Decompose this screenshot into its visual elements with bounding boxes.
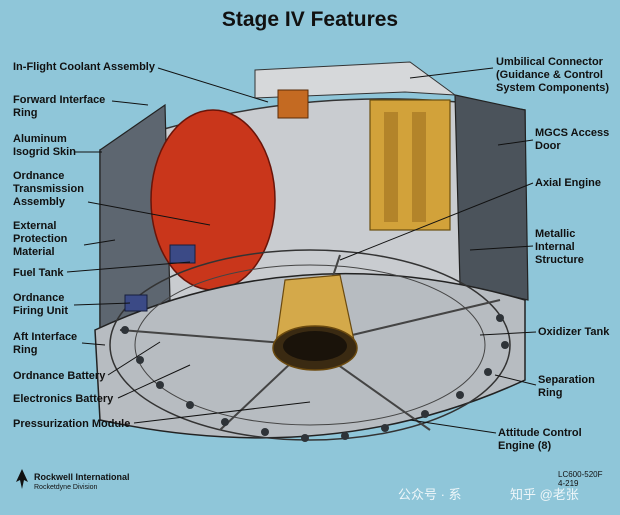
label-separation-ring: Separation Ring: [538, 374, 595, 399]
rockwell-logo-icon: [16, 469, 28, 489]
label-electronics-battery: Electronics Battery: [13, 393, 114, 405]
document-code-main: LC600-520F: [558, 470, 603, 479]
watermark-right: 知乎 @老张: [510, 487, 579, 502]
label-axial-engine: Axial Engine: [535, 177, 602, 189]
document-code-sub: 4-219: [558, 479, 579, 488]
label-external-protection-material: External Protection Material: [13, 220, 68, 258]
label-metallic-internal-structure: Metallic Internal Structure: [535, 228, 584, 266]
label-umbilical-connector: Umbilical Connector (Guidance & Control …: [496, 56, 610, 94]
label-pressurization-module: Pressurization Module: [13, 418, 131, 430]
document-code: LC600-520F 4-219: [558, 470, 602, 488]
label-aft-interface-ring: Aft Interface Ring: [13, 331, 78, 356]
label-attitude-control-engine: Attitude Control Engine (8): [498, 427, 582, 452]
diagram-title: Stage IV Features: [221, 8, 399, 31]
label-fuel-tank: Fuel Tank: [13, 267, 64, 279]
watermark-left: 公众号 · 系: [398, 487, 462, 502]
company-division: Rocketdyne Division: [34, 484, 98, 491]
label-in-flight-coolant-assembly: In-Flight Coolant Assembly: [13, 61, 155, 73]
label-mgcs-access-door: MGCS Access Door: [535, 127, 610, 152]
label-forward-interface-ring: Forward Interface Ring: [13, 94, 106, 119]
label-ordnance-transmission-assembly: Ordnance Transmission Assembly: [13, 170, 84, 208]
label-ordnance-firing-unit: Ordnance Firing Unit: [13, 292, 68, 317]
label-ordnance-battery: Ordnance Battery: [13, 370, 106, 382]
axial-engine-nozzle: [272, 274, 358, 371]
label-aluminum-isogrid-skin: Aluminum Isogrid Skin: [13, 133, 76, 158]
label-oxidizer-tank: Oxidizer Tank: [538, 326, 610, 338]
company-name: Rockwell International: [34, 472, 130, 482]
